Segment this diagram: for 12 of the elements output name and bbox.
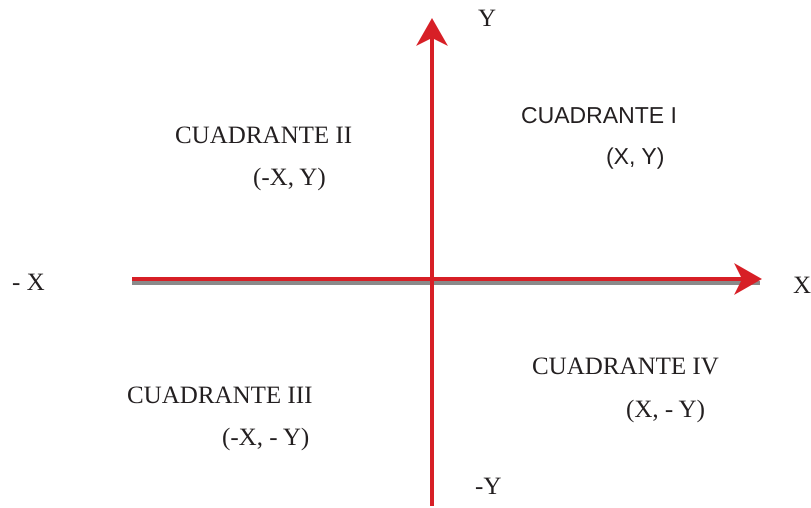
axis-label: - X	[12, 270, 45, 295]
quadrant-label: CUADRANTE IV	[532, 354, 719, 379]
quadrant-label: CUADRANTE II	[175, 123, 352, 148]
axis-label: Y	[478, 6, 496, 31]
axis-label: X	[793, 273, 811, 298]
coordinate-sign-label: (-X, Y)	[253, 165, 326, 190]
coordinate-sign-label: (X, Y)	[606, 145, 664, 168]
quadrant-label: CUADRANTE I	[521, 104, 677, 127]
coordinate-sign-label: (-X, - Y)	[222, 425, 310, 450]
quadrant-label: CUADRANTE III	[127, 383, 312, 408]
coordinate-sign-label: (X, - Y)	[626, 397, 705, 422]
axis-label: -Y	[475, 474, 502, 499]
